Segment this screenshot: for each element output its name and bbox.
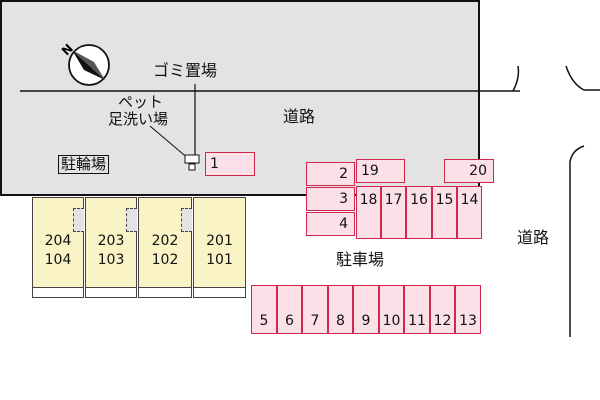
parking-space-3: 3 (306, 187, 355, 211)
unit-number-lower: 102 (151, 252, 179, 268)
parking-space-11: 11 (404, 285, 430, 334)
road-curb-corner (565, 65, 600, 91)
north-arrow-icon: N (59, 41, 110, 86)
parking-space-6: 6 (277, 285, 302, 334)
parking-space-9: 9 (353, 285, 379, 334)
unit-block-203-103: 203 103 (85, 197, 137, 298)
road-label-top: 道路 (283, 107, 316, 126)
parking-lot-label: 駐車場 (336, 250, 385, 269)
unit-number-upper: 201 (206, 233, 233, 249)
road-curb-top-right (512, 65, 520, 92)
unit-notch (181, 208, 192, 232)
parking-space-13: 13 (455, 285, 481, 334)
unit-entrance (33, 287, 83, 297)
parking-space-1: 1 (205, 152, 255, 176)
road-edge-right (569, 145, 585, 337)
parking-space-7: 7 (302, 285, 328, 334)
unit-number-lower: 103 (97, 252, 125, 268)
parking-space-16: 16 (406, 186, 432, 239)
parking-space-14: 14 (457, 186, 482, 239)
unit-number-upper: 202 (151, 233, 179, 249)
parking-space-18: 18 (356, 186, 381, 239)
parking-space-5: 5 (251, 285, 277, 334)
parking-space-8: 8 (328, 285, 353, 334)
parking-space-15: 15 (432, 186, 457, 239)
bicycle-parking-label: 駐輪場 (58, 155, 110, 174)
unit-number-upper: 203 (97, 233, 125, 249)
parking-space-4: 4 (306, 212, 355, 236)
parking-space-12: 12 (430, 285, 455, 334)
parking-space-10: 10 (379, 285, 404, 334)
road-label-right: 道路 (517, 228, 550, 247)
unit-number-upper: 204 (44, 233, 72, 249)
pet-wash-label-line2: 足洗い場 (108, 110, 169, 128)
unit-entrance (86, 287, 136, 297)
parking-space-19: 19 (356, 159, 405, 183)
unit-notch (126, 208, 137, 232)
garbage-label: ゴミ置場 (153, 61, 218, 80)
parking-space-17: 17 (381, 186, 406, 239)
unit-block-204-104: 204 104 (32, 197, 84, 298)
unit-block-202-102: 202 102 (138, 197, 192, 298)
pet-wash-box (188, 163, 196, 171)
unit-entrance (194, 287, 245, 297)
unit-block-201-101: 201 101 (193, 197, 246, 298)
parking-space-20: 20 (444, 159, 494, 183)
unit-number-lower: 101 (206, 252, 233, 268)
unit-entrance (139, 287, 191, 297)
unit-number-lower: 104 (44, 252, 72, 268)
pet-wash-label-line1: ペット (118, 93, 164, 111)
parking-space-2: 2 (306, 162, 355, 186)
pet-wash-pointer-line (149, 125, 191, 161)
garbage-area-box (184, 154, 200, 164)
unit-notch (73, 208, 84, 232)
